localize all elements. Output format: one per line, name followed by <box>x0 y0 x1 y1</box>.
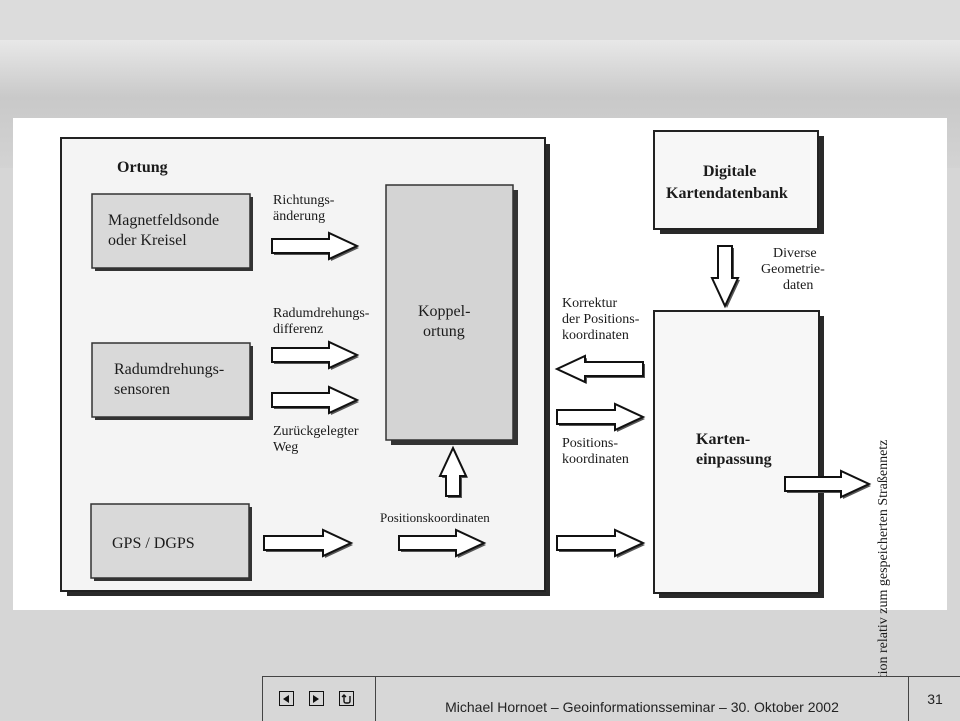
radsensor-box-label-1: Radumdrehungs- <box>114 361 225 378</box>
footer-divider-left <box>375 677 376 721</box>
arrow-down-karten <box>710 245 740 309</box>
digitale-box-label-1: Digitale <box>703 163 757 180</box>
label-raddiff-2: differenz <box>273 322 324 337</box>
ortung-title: Ortung <box>117 159 168 176</box>
arrow-raddiff <box>271 340 360 370</box>
page-number: 31 <box>927 691 943 707</box>
diagram-panel: Ortung Magnetfeldsonde oder Kreisel Radu… <box>13 118 947 702</box>
koppel-box-label-2: ortung <box>423 323 465 340</box>
arrow-layer <box>263 231 872 558</box>
arrow-to-karten <box>556 528 646 558</box>
arrow-up-koppel <box>438 445 468 497</box>
footer-text: Michael Hornoet – Geoinformationsseminar… <box>445 699 839 715</box>
nav-next-button[interactable] <box>309 691 324 706</box>
diagram-canvas <box>60 130 872 598</box>
label-poskoord: Positionskoordinaten <box>380 510 490 525</box>
digitale-box-label-2: Kartendatenbank <box>666 185 788 202</box>
arrow-zurueck <box>271 385 360 415</box>
label-raddiff-1: Radumdrehungs- <box>273 306 370 321</box>
magnet-box-label-1: Magnetfeldsonde <box>108 212 220 229</box>
label-richtung-1: Richtungs- <box>273 193 335 208</box>
digitale-box <box>653 130 819 230</box>
karten-box-label-1: Karten- <box>696 431 751 448</box>
arrow-richtung <box>271 231 360 261</box>
label-rotated: Position relativ zum gespeicherten Straß… <box>876 439 891 703</box>
arrow-positions <box>556 402 646 432</box>
magnet-box-label-2: oder Kreisel <box>108 232 187 249</box>
radsensor-box <box>91 342 251 418</box>
magnet-box <box>91 193 251 269</box>
label-positions-2: koordinaten <box>562 452 629 467</box>
arrow-out <box>784 469 872 499</box>
gps-box-label: GPS / DGPS <box>112 535 195 552</box>
label-zurueck-1: Zurückgelegter <box>273 424 359 439</box>
nav-return-button[interactable] <box>339 691 354 706</box>
radsensor-box-label-2: sensoren <box>114 381 170 398</box>
gps-box <box>90 503 250 579</box>
karten-box-label-2: einpassung <box>696 451 772 468</box>
label-diverse-2: Geometrie- <box>761 262 825 277</box>
slide-background-top <box>0 0 960 40</box>
label-korrektur-2: der Positions- <box>562 312 640 327</box>
label-korrektur-3: koordinaten <box>562 328 629 343</box>
koppel-box-label-1: Koppel- <box>418 303 471 320</box>
koppel-box <box>385 184 514 441</box>
nav-next-icon <box>313 695 319 703</box>
label-korrektur-1: Korrektur <box>562 296 618 311</box>
nav-prev-icon <box>283 695 289 703</box>
karten-box <box>653 310 820 594</box>
arrow-gps <box>263 528 354 558</box>
arrow-korrektur <box>554 354 644 384</box>
label-diverse-3: daten <box>783 278 814 293</box>
label-diverse-1: Diverse <box>773 246 817 261</box>
label-zurueck-2: Weg <box>273 440 299 455</box>
nav-prev-button[interactable] <box>279 691 294 706</box>
nav-return-icon <box>341 694 351 704</box>
footer-divider-right <box>908 677 909 721</box>
label-positions-1: Positions- <box>562 436 619 451</box>
slide-footer: Michael Hornoet – Geoinformationsseminar… <box>262 676 960 721</box>
label-richtung-2: änderung <box>273 209 326 224</box>
arrow-poskoord <box>398 528 487 558</box>
